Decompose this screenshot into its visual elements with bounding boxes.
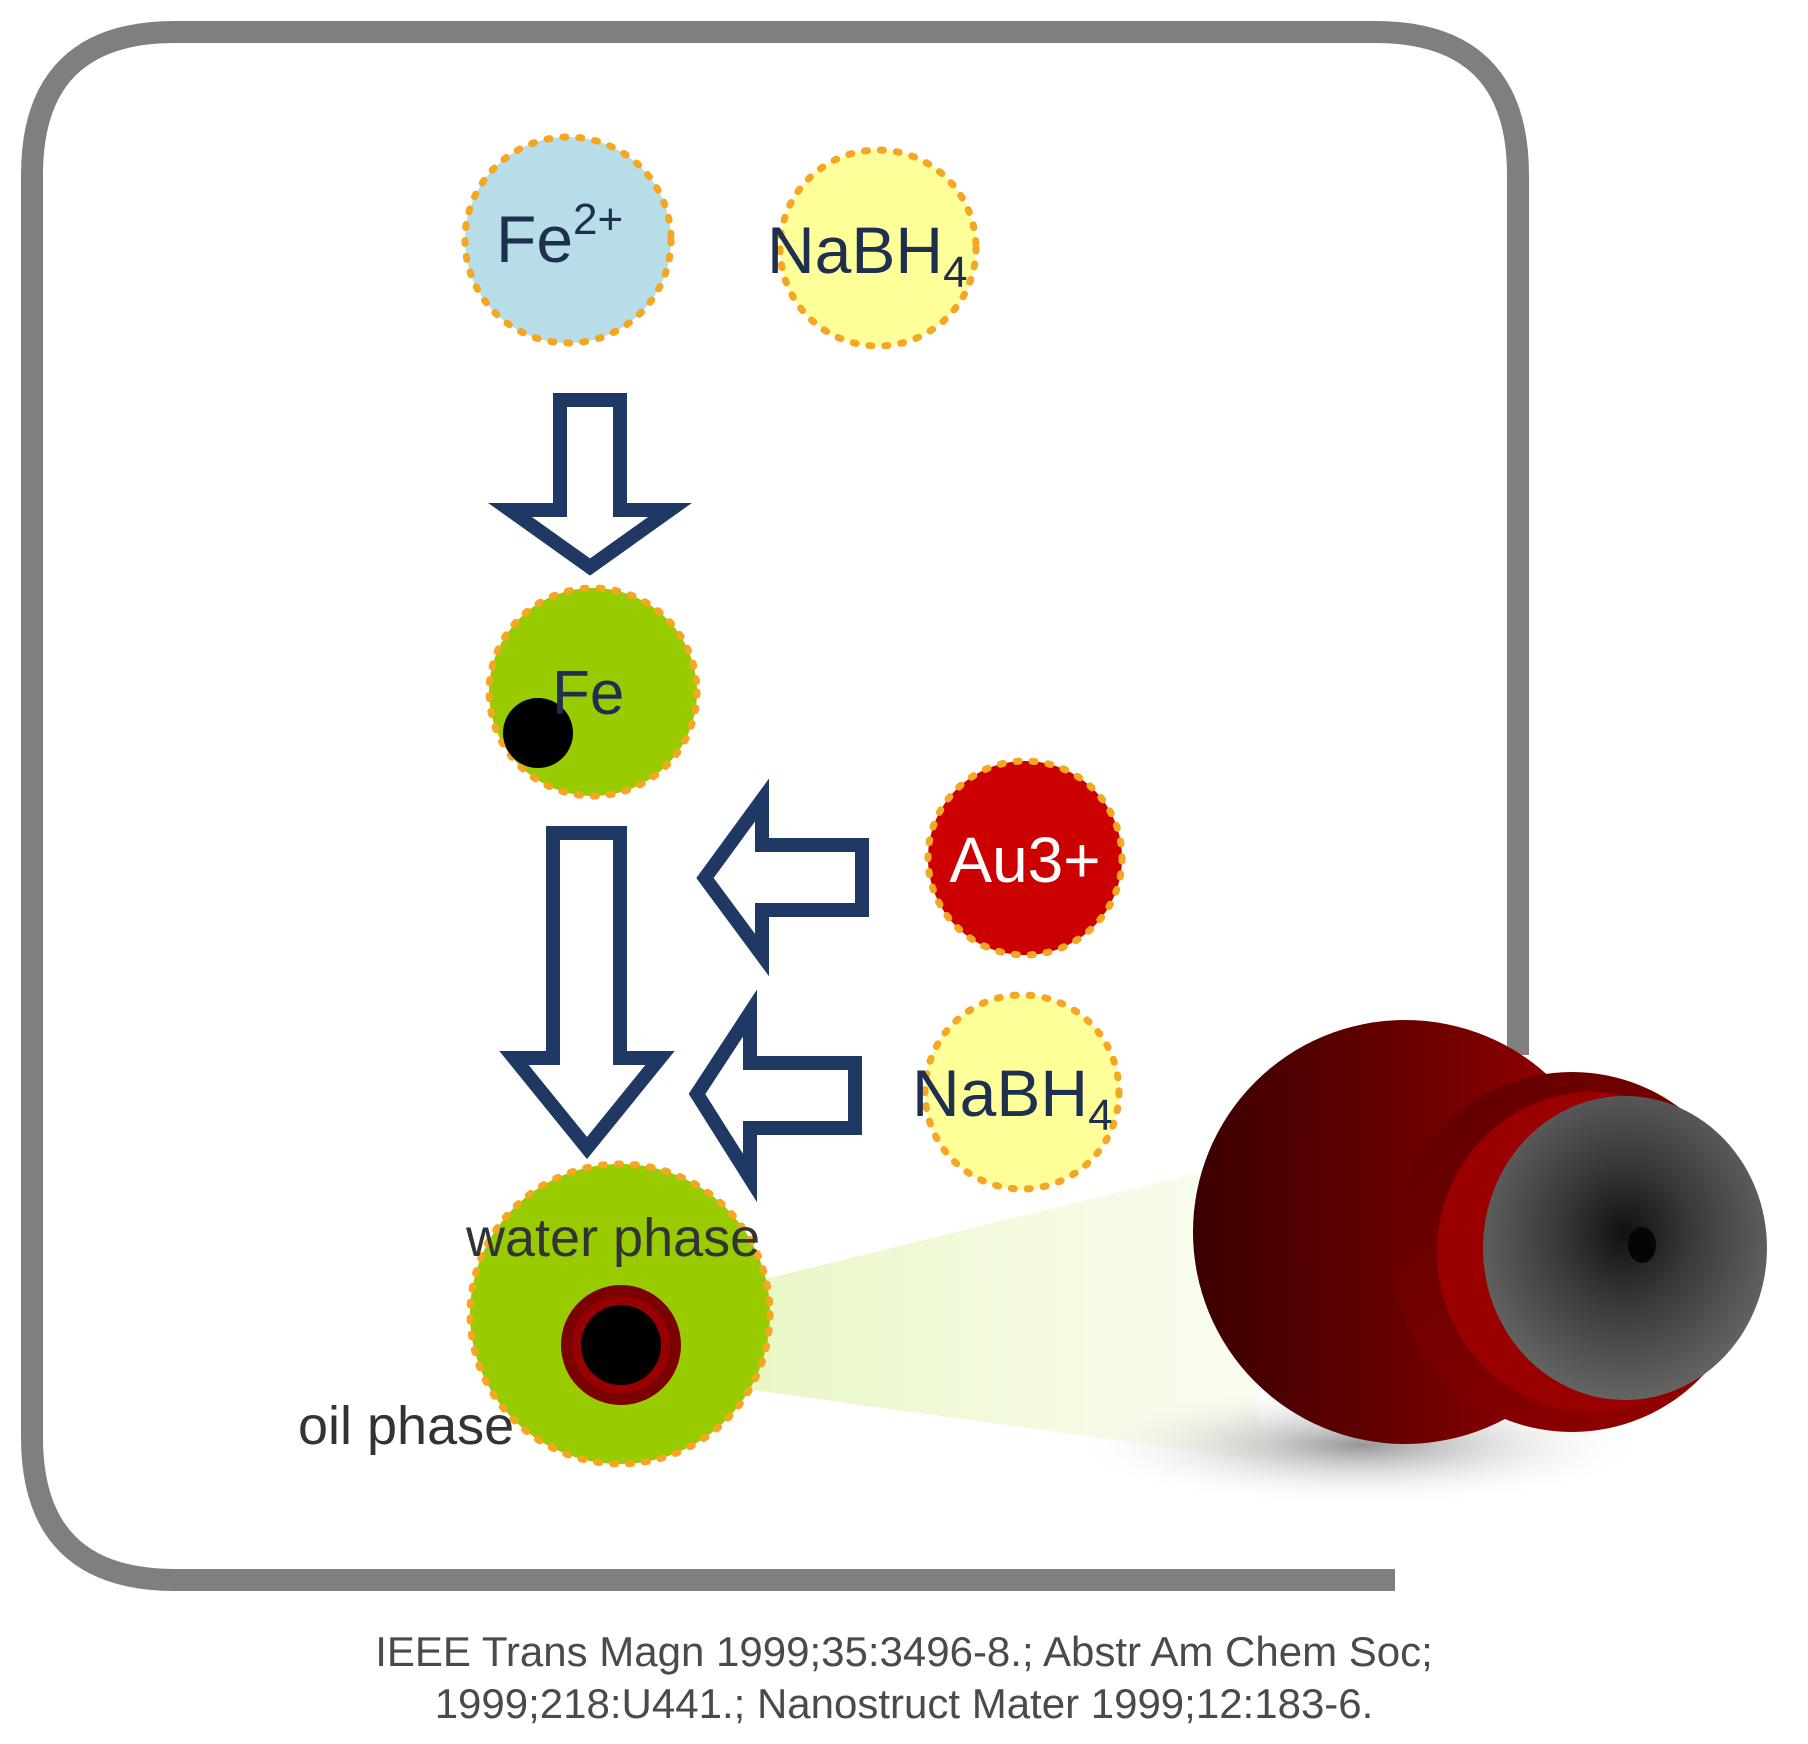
gold-ion-droplet: Au3+ — [924, 757, 1126, 959]
fe-label: Fe — [552, 659, 624, 728]
core-center — [1628, 1227, 1656, 1263]
diagram-frame — [21, 21, 1529, 1591]
product-micelle — [466, 1160, 774, 1468]
left-arrow-gold — [696, 778, 869, 977]
fe-core-particle — [503, 698, 573, 768]
fe-micelle: Fe — [485, 584, 701, 800]
water-phase-label: water phase — [465, 1208, 760, 1268]
svg-text:NaBH4: NaBH4 — [912, 1056, 1113, 1140]
reductant-bottom-subscript: 4 — [1088, 1091, 1112, 1140]
fe-ion-base: Fe — [496, 202, 573, 276]
oil-phase-label: oil phase — [298, 1396, 514, 1456]
down-arrow-1 — [488, 393, 692, 576]
reference-caption-line-1: IEEE Trans Magn 1999;35:3496-8.; Abstr A… — [375, 1628, 1433, 1675]
iron-core — [581, 1305, 661, 1385]
reductant-droplet-bottom: NaBH4 — [912, 991, 1123, 1193]
svg-text:Fe2+: Fe2+ — [496, 195, 623, 276]
svg-text:NaBH4: NaBH4 — [767, 213, 968, 297]
core-shell-nanoparticle — [1070, 1020, 1767, 1507]
reductant-bottom-base: NaBH — [912, 1056, 1088, 1130]
left-arrow-reductant — [688, 989, 862, 1203]
reference-caption-line-2: 1999;218:U441.; Nanostruct Mater 1999;12… — [434, 1680, 1374, 1727]
down-arrow-2 — [499, 826, 675, 1160]
magnification-beam — [680, 1160, 1260, 1460]
gold-ion-label: Au3+ — [949, 824, 1100, 896]
reductant-top-base: NaBH — [767, 213, 943, 287]
reductant-droplet-top: NaBH4 — [767, 146, 980, 350]
reductant-top-subscript: 4 — [943, 248, 967, 297]
fe-ion-superscript: 2+ — [573, 195, 623, 244]
fe-ion-droplet: Fe2+ — [461, 133, 675, 347]
exposed-core — [1483, 1096, 1767, 1400]
